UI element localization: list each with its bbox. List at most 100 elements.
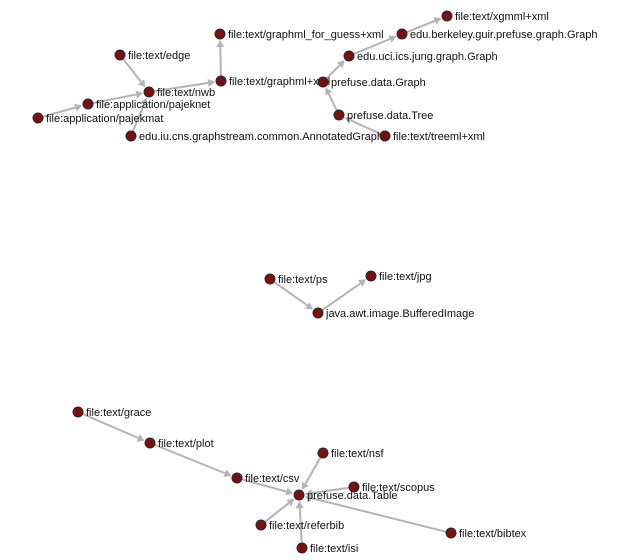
node-circle[interactable] [293, 489, 305, 501]
node-tree[interactable]: prefuse.data.Tree [333, 109, 433, 122]
edge-line [131, 103, 146, 132]
edge-referbib-to-table [264, 498, 295, 523]
edge-nsf-to-table [301, 456, 322, 490]
arrowhead-icon [325, 87, 333, 96]
nodes-layer: file:text/xgmml+xml file:text/graphml_for… [32, 10, 598, 555]
edge-csv-to-table [241, 478, 294, 496]
node-circle[interactable] [231, 472, 243, 484]
node-circle[interactable] [317, 76, 329, 88]
node-table[interactable]: prefuse.data.Table [293, 489, 398, 502]
node-circle[interactable] [441, 10, 453, 22]
node-circle[interactable] [214, 28, 226, 40]
node-csv[interactable]: file:text/csv [231, 472, 300, 485]
node-plot[interactable]: file:text/plot [144, 437, 214, 450]
arrowhead-icon [140, 97, 148, 106]
node-edge[interactable]: file:text/edge [114, 49, 190, 62]
edge-line [264, 502, 290, 523]
edge-bibtex-to-table [304, 494, 447, 533]
edge-line [42, 106, 76, 118]
arrowhead-icon [344, 116, 353, 125]
node-nwb[interactable]: file:text/nwb [143, 86, 215, 99]
node-label: edu.uci.ics.jung.graph.Graph [357, 51, 498, 63]
edge-line [153, 81, 209, 93]
node-bibtex[interactable]: file:text/bibtex [445, 527, 527, 540]
node-circle[interactable] [255, 519, 267, 531]
node-circle[interactable] [296, 542, 308, 554]
node-circle[interactable] [445, 527, 457, 539]
edge-treeml-to-tree [344, 116, 381, 135]
node-label: edu.berkeley.guir.prefuse.graph.Graph [410, 29, 598, 41]
node-jung[interactable]: edu.uci.ics.jung.graph.Graph [343, 50, 498, 63]
arrowhead-icon [74, 103, 83, 112]
node-circle[interactable] [125, 130, 137, 142]
node-circle[interactable] [114, 49, 126, 61]
node-scopus[interactable]: file:text/scopus [348, 481, 435, 494]
edge-jung-to-berkeley [353, 35, 397, 56]
node-label: file:text/jpg [379, 271, 432, 283]
node-label: file:text/graphml_for_guess+xml [228, 29, 384, 41]
edge-line [311, 486, 350, 495]
node-label: file:text/nwb [157, 87, 215, 99]
node-circle[interactable] [144, 437, 156, 449]
node-circle[interactable] [312, 307, 324, 319]
edge-line [82, 413, 139, 439]
edge-line [122, 58, 142, 83]
node-grace[interactable]: file:text/grace [72, 406, 151, 419]
node-pfgraph[interactable]: prefuse.data.Graph [317, 76, 426, 89]
node-circle[interactable] [333, 109, 345, 121]
arrowhead-icon [285, 487, 294, 496]
arrowhead-icon [295, 500, 304, 509]
node-label: file:text/bibtex [459, 528, 527, 540]
node-guess[interactable]: file:text/graphml_for_guess+xml [214, 28, 384, 41]
node-label: file:text/ps [278, 274, 328, 286]
edge-buffered-to-jpg [321, 279, 367, 311]
edge-nwb-to-graphml [153, 79, 216, 93]
node-circle[interactable] [32, 112, 44, 124]
arrowhead-icon [301, 481, 309, 490]
node-circle[interactable] [215, 75, 227, 87]
arrowhead-icon [286, 498, 295, 507]
node-treeml[interactable]: file:text/treeml+xml [379, 130, 485, 143]
node-berkeley[interactable]: edu.berkeley.guir.prefuse.graph.Graph [396, 28, 598, 41]
node-circle[interactable] [72, 406, 84, 418]
node-graphml[interactable]: file:text/graphml+xml [215, 75, 330, 88]
edge-line [241, 478, 287, 493]
node-circle[interactable] [396, 28, 408, 40]
node-annotated[interactable]: edu.iu.cns.graphstream.common.AnnotatedG… [125, 130, 383, 143]
arrowhead-icon [304, 494, 313, 503]
arrowhead-icon [388, 35, 397, 43]
node-circle[interactable] [379, 130, 391, 142]
node-ps[interactable]: file:text/ps [264, 273, 328, 286]
node-label: file:text/csv [245, 473, 300, 485]
edges-layer [42, 17, 447, 544]
edge-plot-to-csv [154, 443, 232, 477]
node-circle[interactable] [365, 270, 377, 282]
node-circle[interactable] [343, 50, 355, 62]
edge-line [92, 93, 137, 105]
edge-line [298, 507, 303, 544]
node-isi[interactable]: file:text/isi [296, 542, 358, 555]
node-circle[interactable] [317, 447, 329, 459]
node-circle[interactable] [82, 98, 94, 110]
node-pajekmat[interactable]: file:application/pajekmat [32, 112, 163, 125]
arrowhead-icon [223, 469, 232, 477]
edge-pfgraph-to-jung [325, 60, 345, 80]
edge-grace-to-plot [82, 413, 145, 442]
node-referbib[interactable]: file:text/referbib [255, 519, 344, 532]
node-pajeknet[interactable]: file:application/pajeknet [82, 98, 210, 111]
node-nsf[interactable]: file:text/nsf [317, 447, 385, 460]
node-xgmml[interactable]: file:text/xgmml+xml [441, 10, 549, 23]
node-jpg[interactable]: file:text/jpg [365, 270, 432, 283]
node-circle[interactable] [348, 481, 360, 493]
node-circle[interactable] [143, 86, 155, 98]
node-label: prefuse.data.Graph [331, 77, 426, 89]
arrowhead-icon [305, 302, 314, 310]
edge-line [325, 64, 341, 80]
node-circle[interactable] [264, 273, 276, 285]
node-buffered[interactable]: java.awt.image.BufferedImage [312, 307, 474, 320]
edge-line [350, 119, 381, 135]
edge-pajekmat-to-pajeknet [42, 103, 83, 118]
edge-line [321, 282, 361, 311]
edge-line [353, 38, 391, 56]
